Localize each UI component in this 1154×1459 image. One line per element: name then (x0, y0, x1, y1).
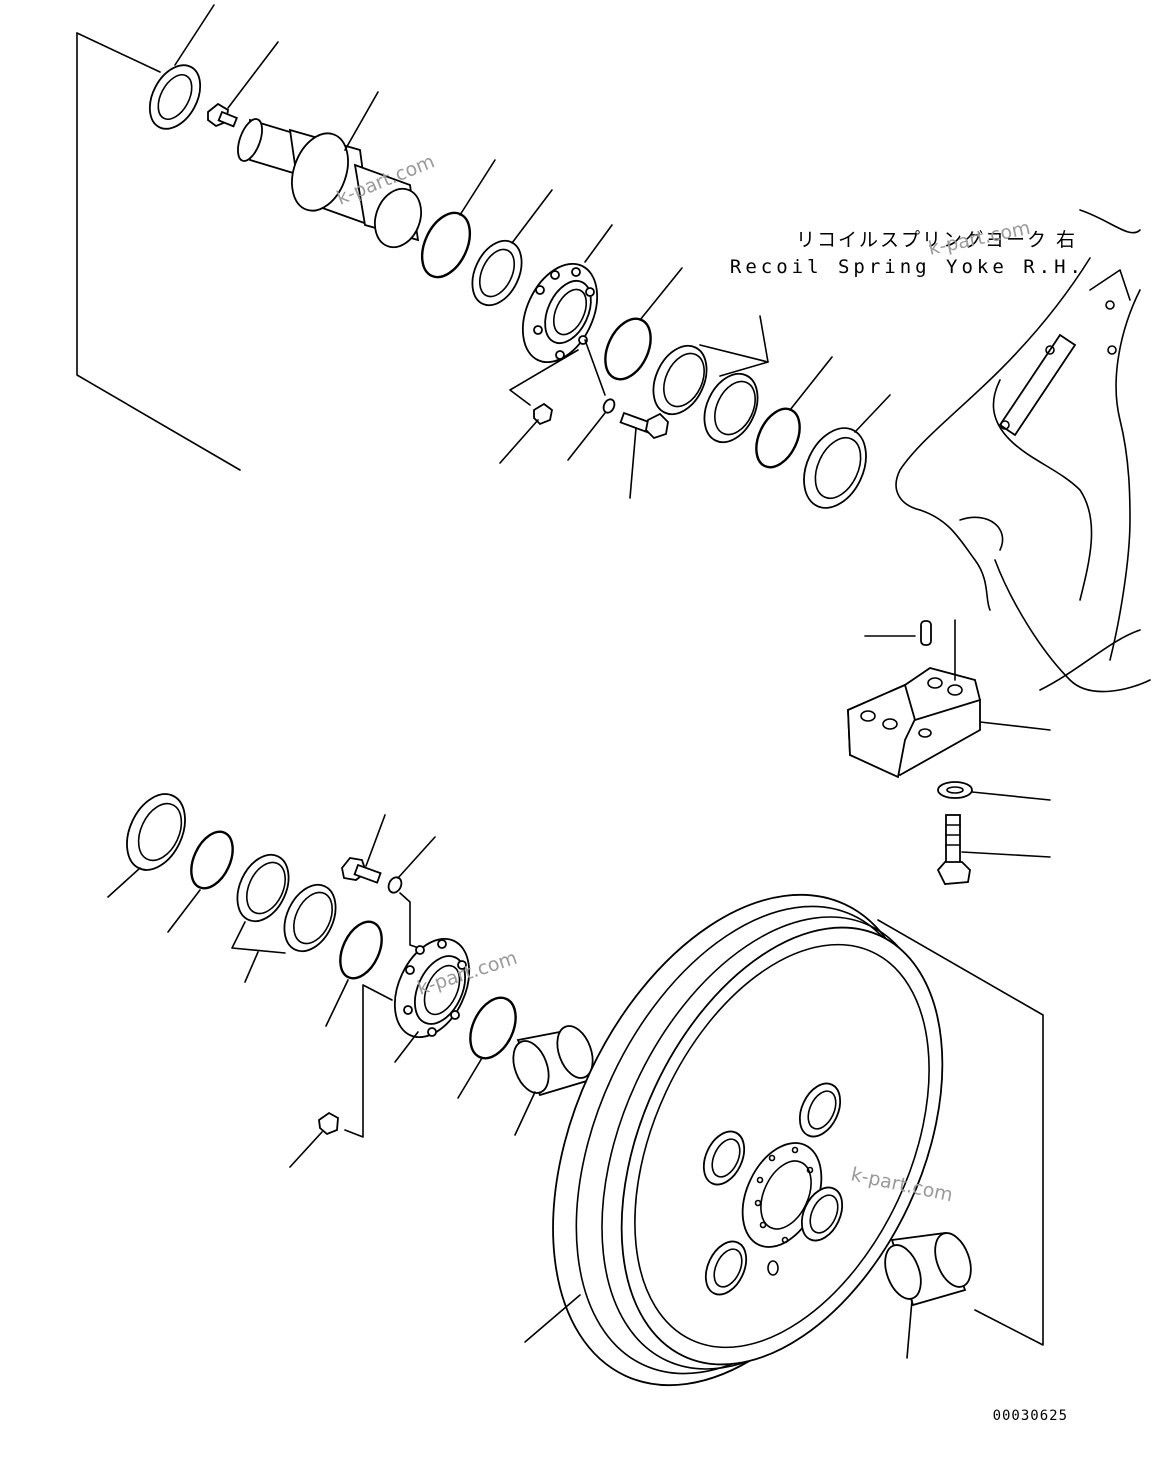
o-ring-upper-3 (755, 356, 833, 469)
upper-leader-bracket (509, 339, 606, 406)
floating-seal-upper (803, 394, 891, 509)
bushing-sleeve-right (884, 1232, 972, 1359)
thrust-washer-upper (148, 4, 215, 130)
bolt-lower (341, 814, 386, 884)
bolt-yoke (936, 814, 1051, 885)
bushing-pair-lower (231, 853, 337, 983)
o-ring-upper-1 (420, 159, 496, 279)
bushing-pair-upper (652, 315, 769, 444)
bolt-small-upper (207, 41, 279, 128)
upper-frame (76, 32, 241, 471)
seal-washer-upper (471, 189, 553, 307)
plug-upper (499, 402, 553, 464)
floating-seal-lower (107, 793, 186, 898)
lower-frame (877, 919, 1044, 1346)
pin-yoke (864, 620, 932, 646)
bushing-sleeve-left (512, 1025, 594, 1136)
washer-small-upper (567, 398, 616, 461)
o-ring-lower-2 (325, 920, 383, 1027)
recoil-spring-yoke (895, 209, 1151, 693)
drawing-number: 00030625 (993, 1408, 1068, 1424)
watermark-2: k-part.com (926, 217, 1032, 260)
yoke-cap-block (847, 619, 1051, 779)
retainer-collar-lower (344, 937, 471, 1138)
washer-yoke (937, 781, 1051, 801)
o-ring-lower-1 (167, 830, 234, 933)
idler-shaft (237, 91, 422, 249)
retainer-collar-upper (521, 224, 613, 364)
plug-lower (289, 1111, 339, 1168)
o-ring-lower-3 (457, 996, 517, 1099)
assembly-label-jp: リコイルスプリングヨーク 右 (796, 229, 1077, 251)
o-ring-upper-2 (604, 267, 683, 381)
bolt-upper (619, 411, 669, 499)
idler-wheel (524, 893, 944, 1387)
washer-small-lower (387, 836, 436, 951)
assembly-label-en: Recoil Spring Yoke R.H. (730, 256, 1085, 278)
